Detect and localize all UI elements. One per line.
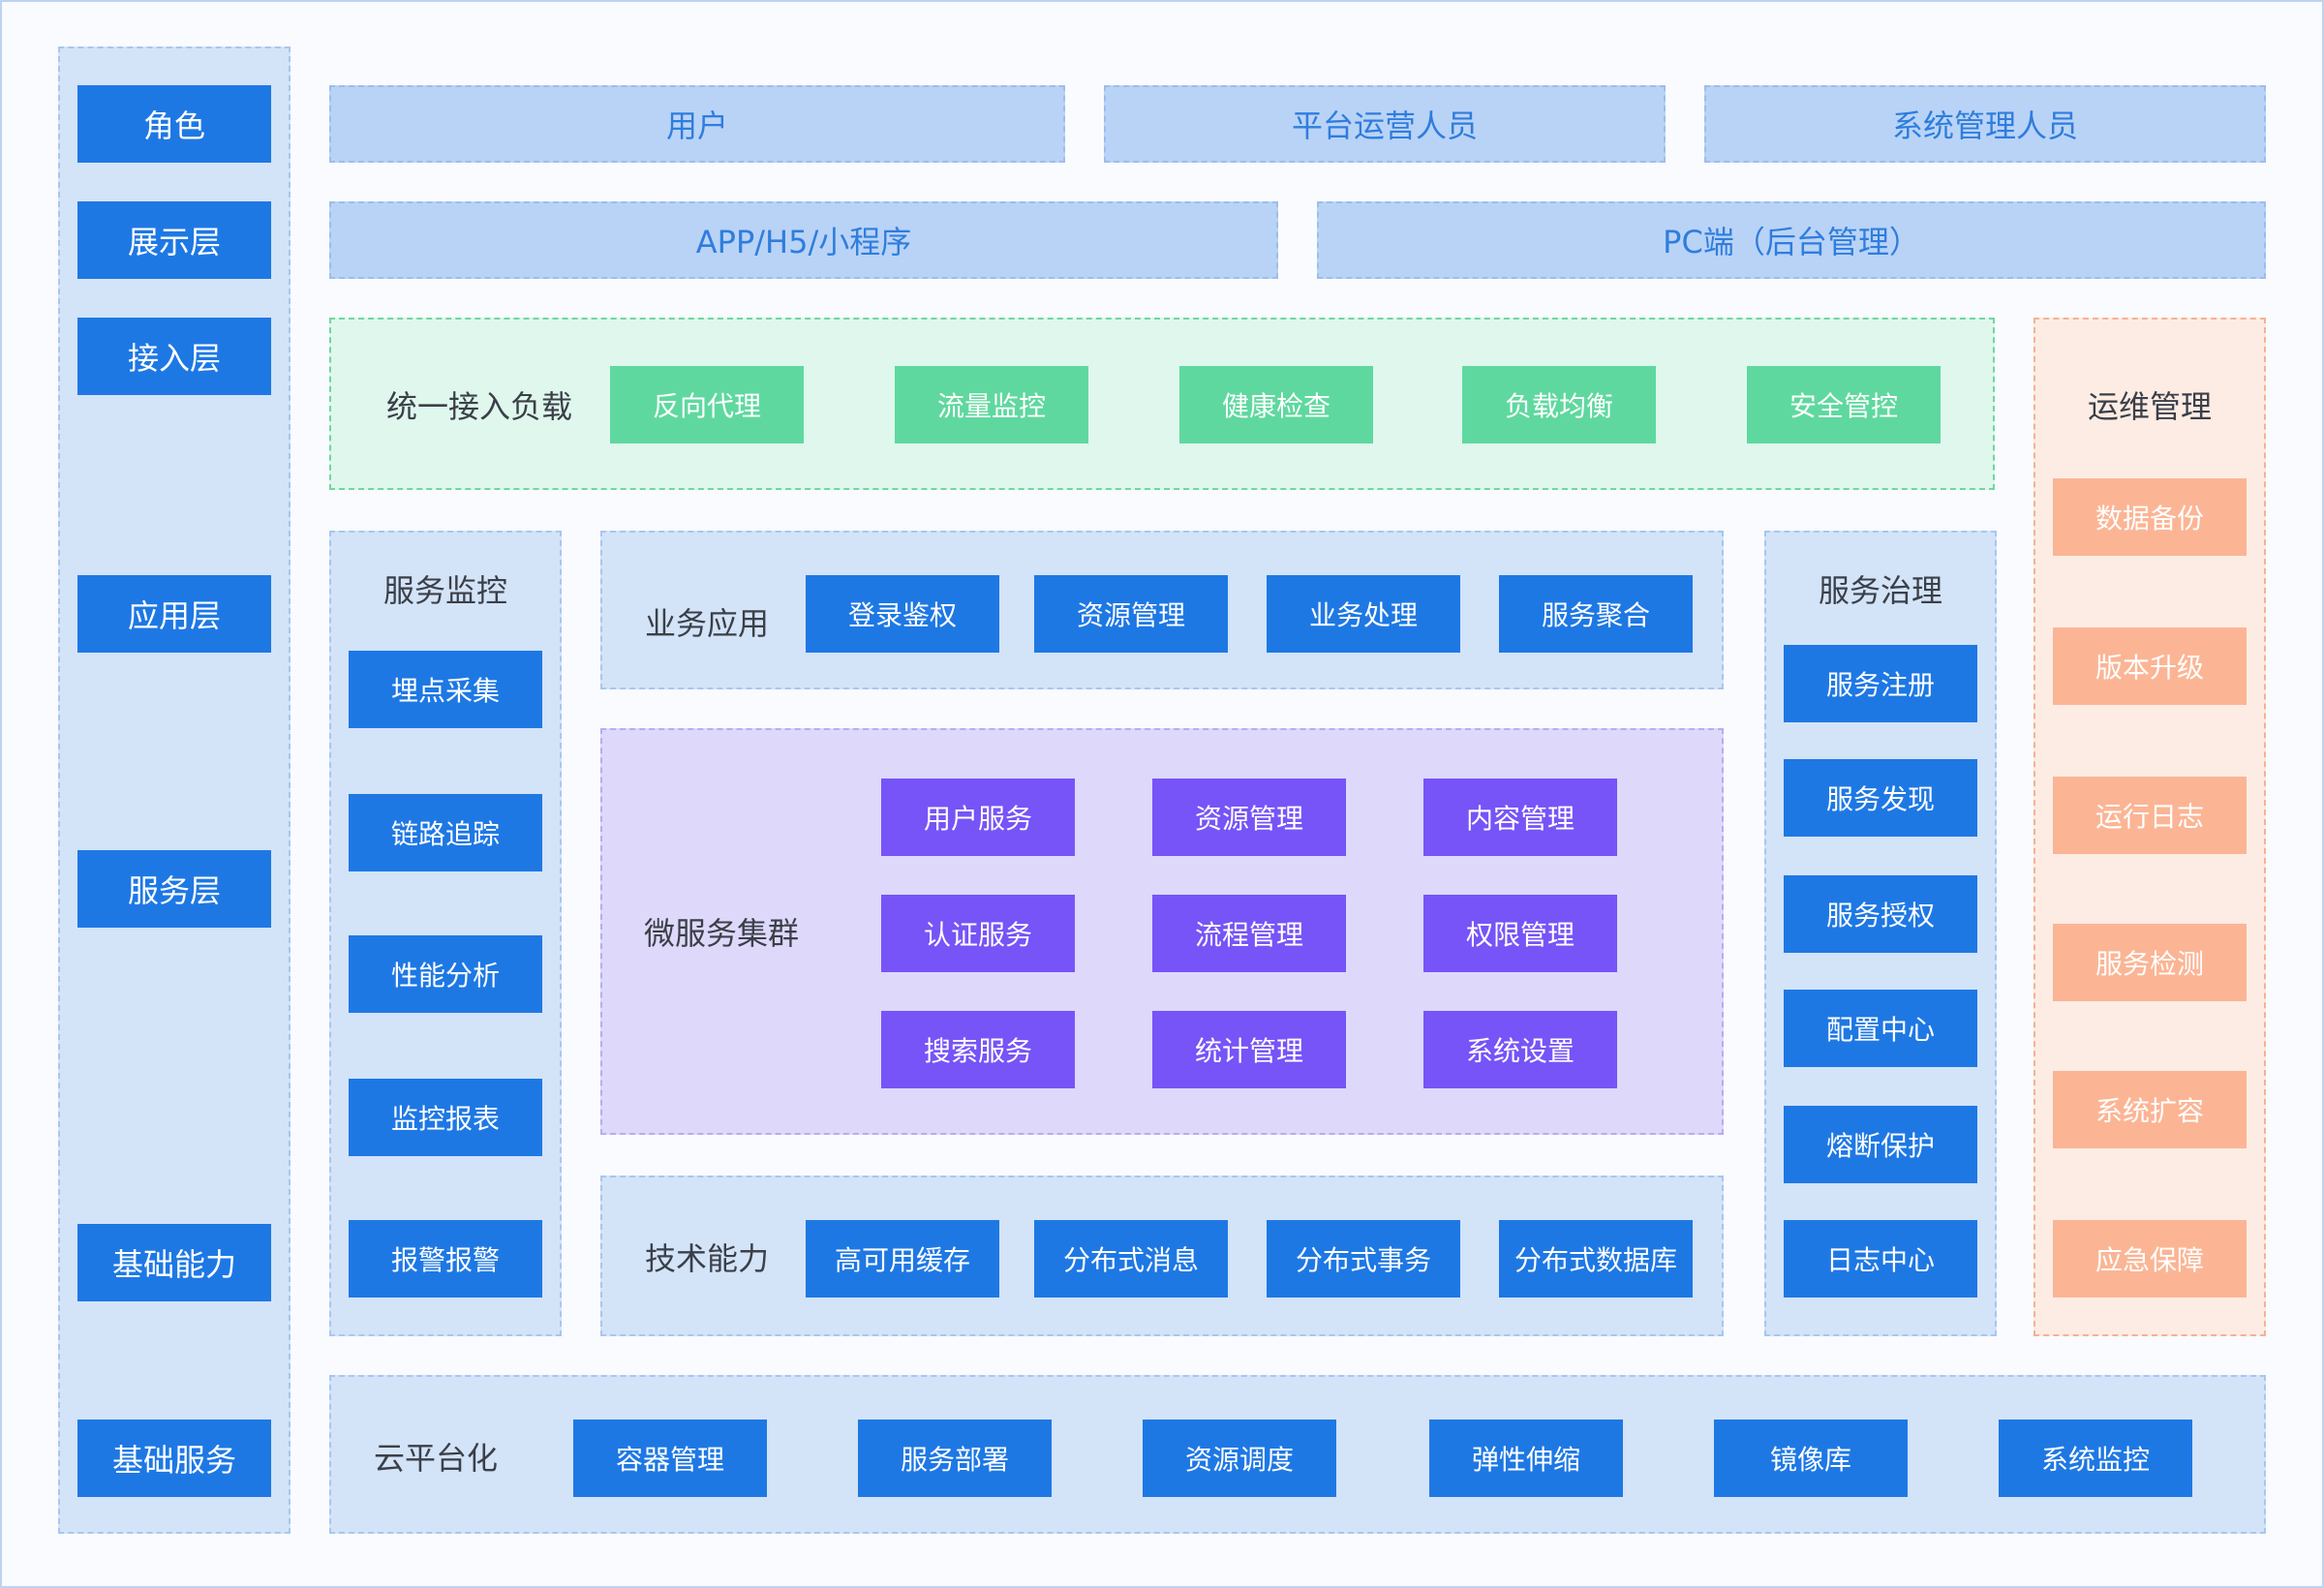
monitor-item: 监控报表 xyxy=(349,1079,542,1156)
layer-base-service: 基础服务 xyxy=(77,1420,271,1497)
governance-item: 配置中心 xyxy=(1784,990,1977,1067)
monitor-item: 埋点采集 xyxy=(349,651,542,728)
cloud-item: 容器管理 xyxy=(573,1420,767,1497)
governance-item: 熔断保护 xyxy=(1784,1106,1977,1183)
layer-display: 展示层 xyxy=(77,201,271,279)
access-item: 健康检查 xyxy=(1179,366,1373,443)
role-user: 用户 xyxy=(329,85,1065,163)
display-app: APP/H5/小程序 xyxy=(329,201,1278,279)
micro-item: 资源管理 xyxy=(1152,779,1346,856)
access-panel xyxy=(329,318,1995,490)
micro-item: 系统设置 xyxy=(1423,1011,1617,1088)
access-item: 安全管控 xyxy=(1747,366,1941,443)
monitor-item: 性能分析 xyxy=(349,935,542,1013)
role-system-admin: 系统管理人员 xyxy=(1704,85,2266,163)
business-item: 业务处理 xyxy=(1267,575,1460,653)
cloud-item: 资源调度 xyxy=(1143,1420,1336,1497)
micro-item: 搜索服务 xyxy=(881,1011,1075,1088)
access-item: 负载均衡 xyxy=(1462,366,1656,443)
tech-item: 高可用缓存 xyxy=(806,1220,999,1298)
business-title: 业务应用 xyxy=(644,605,769,642)
layer-application: 应用层 xyxy=(77,575,271,653)
governance-item: 日志中心 xyxy=(1784,1220,1977,1298)
micro-item: 权限管理 xyxy=(1423,895,1617,972)
governance-item: 服务注册 xyxy=(1784,645,1977,722)
governance-title: 服务治理 xyxy=(1818,572,1942,609)
cloud-item: 服务部署 xyxy=(858,1420,1052,1497)
ops-item: 系统扩容 xyxy=(2053,1071,2247,1148)
micro-item: 用户服务 xyxy=(881,779,1075,856)
tech-title: 技术能力 xyxy=(644,1240,769,1277)
micro-item: 认证服务 xyxy=(881,895,1075,972)
tech-item: 分布式事务 xyxy=(1267,1220,1460,1298)
business-item: 服务聚合 xyxy=(1499,575,1693,653)
governance-item: 服务授权 xyxy=(1784,875,1977,953)
business-item: 资源管理 xyxy=(1034,575,1228,653)
ops-item: 运行日志 xyxy=(2053,777,2247,854)
ops-item: 服务检测 xyxy=(2053,924,2247,1001)
access-title: 统一接入负载 xyxy=(385,388,572,425)
layer-access: 接入层 xyxy=(77,318,271,395)
role-platform-operator: 平台运营人员 xyxy=(1104,85,1666,163)
ops-title: 运维管理 xyxy=(2087,388,2212,425)
tech-item: 分布式消息 xyxy=(1034,1220,1228,1298)
access-item: 反向代理 xyxy=(610,366,804,443)
cloud-item: 弹性伸缩 xyxy=(1429,1420,1623,1497)
ops-item: 版本升级 xyxy=(2053,627,2247,705)
tech-item: 分布式数据库 xyxy=(1499,1220,1693,1298)
micro-item: 流程管理 xyxy=(1152,895,1346,972)
governance-item: 服务发现 xyxy=(1784,759,1977,837)
monitor-title: 服务监控 xyxy=(382,572,507,609)
layer-base-capability: 基础能力 xyxy=(77,1224,271,1301)
business-item: 登录鉴权 xyxy=(806,575,999,653)
monitor-item: 报警报警 xyxy=(349,1220,542,1298)
micro-title: 微服务集群 xyxy=(643,915,799,952)
micro-item: 统计管理 xyxy=(1152,1011,1346,1088)
cloud-item: 系统监控 xyxy=(1999,1420,2192,1497)
cloud-item: 镜像库 xyxy=(1714,1420,1908,1497)
ops-item: 应急保障 xyxy=(2053,1220,2247,1298)
access-item: 流量监控 xyxy=(895,366,1088,443)
cloud-title: 云平台化 xyxy=(373,1440,498,1477)
layer-service: 服务层 xyxy=(77,850,271,928)
display-pc: PC端（后台管理） xyxy=(1317,201,2266,279)
micro-item: 内容管理 xyxy=(1423,779,1617,856)
ops-item: 数据备份 xyxy=(2053,478,2247,556)
monitor-item: 链路追踪 xyxy=(349,794,542,871)
layer-role: 角色 xyxy=(77,85,271,163)
